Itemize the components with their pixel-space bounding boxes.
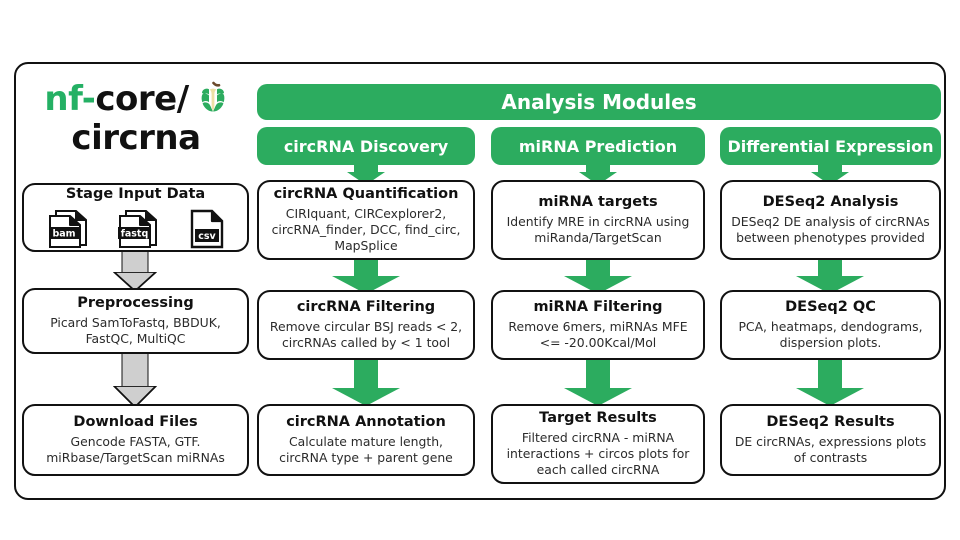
csv-file-icon: csv: [190, 209, 223, 249]
node-title: circRNA Filtering: [296, 299, 436, 316]
node-title: Preprocessing: [77, 295, 194, 312]
arrow-deseq2-qc-to-results: [795, 358, 865, 406]
fastq-file-icon: fastq: [117, 210, 157, 249]
module-label: circRNA Discovery: [283, 136, 449, 156]
analysis-modules-label: Analysis Modules: [501, 90, 697, 114]
module-header-differential-expression: Differential Expression: [720, 127, 941, 165]
node-title: miRNA targets: [538, 194, 658, 211]
node-desc: Identify MRE in circRNA using miRanda/Ta…: [506, 214, 690, 246]
logo-core-text: core/: [95, 79, 189, 119]
module-header-circrna-discovery: circRNA Discovery: [257, 127, 475, 165]
logo-circrna-text: circrna: [71, 118, 201, 158]
node-desc: CIRIquant, CIRCexplorer2, circRNA_finder…: [271, 206, 461, 253]
nf-core-apple-icon: [201, 81, 225, 112]
node-deseq2-analysis: DESeq2 Analysis DESeq2 DE analysis of ci…: [720, 180, 941, 260]
node-desc: Gencode FASTA, GTF. miRbase/TargetScan m…: [46, 434, 225, 466]
nf-core-circrna-logo: nf-core/ circrna: [22, 70, 250, 166]
node-desc: Remove circular BSJ reads < 2, circRNAs …: [269, 319, 463, 351]
module-label: Differential Expression: [727, 136, 934, 156]
node-deseq2-results: DESeq2 Results DE circRNAs, expressions …: [720, 404, 941, 476]
grey-arrowhead-icon: [113, 385, 157, 408]
node-download-files: Download Files Gencode FASTA, GTF. miRba…: [22, 404, 249, 476]
node-desc: PCA, heatmaps, dendograms, dispersion pl…: [738, 319, 923, 351]
arrow-deseq2-analysis-to-qc: [795, 258, 865, 294]
module-header-mirna-prediction: miRNA Prediction: [491, 127, 705, 165]
node-title: DESeq2 Results: [766, 414, 895, 431]
node-title: Stage Input Data: [65, 185, 206, 202]
module-label: miRNA Prediction: [518, 136, 678, 156]
logo-nf-text: nf-: [44, 79, 96, 119]
node-title: circRNA Annotation: [286, 414, 446, 431]
arrow-mirna-filtering-to-results: [563, 358, 633, 406]
node-title: Target Results: [539, 410, 657, 427]
node-stage-input-data: Stage Input Data bam fastq: [22, 183, 249, 252]
node-circrna-quantification: circRNA Quantification CIRIquant, CIRCex…: [257, 180, 475, 260]
grey-arrowhead-icon: [113, 271, 157, 292]
node-mirna-filtering: miRNA Filtering Remove 6mers, miRNAs MFE…: [491, 290, 705, 360]
node-desc: Filtered circRNA - miRNA interactions + …: [506, 430, 690, 477]
arrow-filtering-to-annotation: [331, 358, 401, 406]
node-desc: Picard SamToFastq, BBDUK, FastQC, MultiQ…: [50, 315, 221, 347]
node-title: DESeq2 QC: [785, 299, 876, 316]
node-circrna-filtering: circRNA Filtering Remove circular BSJ re…: [257, 290, 475, 360]
svg-text:fastq: fastq: [120, 229, 148, 240]
node-desc: Calculate mature length, circRNA type + …: [279, 434, 453, 466]
logo-line-2: circrna: [71, 118, 201, 158]
bam-file-icon: bam: [48, 210, 87, 249]
arrow-quant-to-filtering: [331, 258, 401, 294]
node-title: DESeq2 Analysis: [762, 194, 899, 211]
arrow-targets-to-filtering: [563, 258, 633, 294]
svg-text:csv: csv: [198, 231, 216, 242]
node-circrna-annotation: circRNA Annotation Calculate mature leng…: [257, 404, 475, 476]
node-title: miRNA Filtering: [533, 299, 663, 316]
node-desc: Remove 6mers, miRNAs MFE <= -20.00Kcal/M…: [508, 319, 688, 351]
node-title: Download Files: [73, 414, 198, 431]
node-desc: DE circRNAs, expressions plots of contra…: [734, 434, 927, 466]
node-deseq2-qc: DESeq2 QC PCA, heatmaps, dendograms, dis…: [720, 290, 941, 360]
svg-text:bam: bam: [52, 229, 75, 240]
arrow-stage-input-to-preprocessing: [100, 248, 170, 292]
node-mirna-targets: miRNA targets Identify MRE in circRNA us…: [491, 180, 705, 260]
node-preprocessing: Preprocessing Picard SamToFastq, BBDUK, …: [22, 288, 249, 354]
input-file-icons: bam fastq csv: [46, 209, 226, 249]
node-title: circRNA Quantification: [273, 186, 459, 203]
node-desc: DESeq2 DE analysis of circRNAs between p…: [731, 214, 930, 246]
arrow-preprocessing-to-download: [100, 352, 170, 408]
analysis-modules-header: Analysis Modules: [257, 84, 941, 120]
logo-line-1: nf-core/: [44, 81, 227, 117]
node-target-results: Target Results Filtered circRNA - miRNA …: [491, 404, 705, 484]
